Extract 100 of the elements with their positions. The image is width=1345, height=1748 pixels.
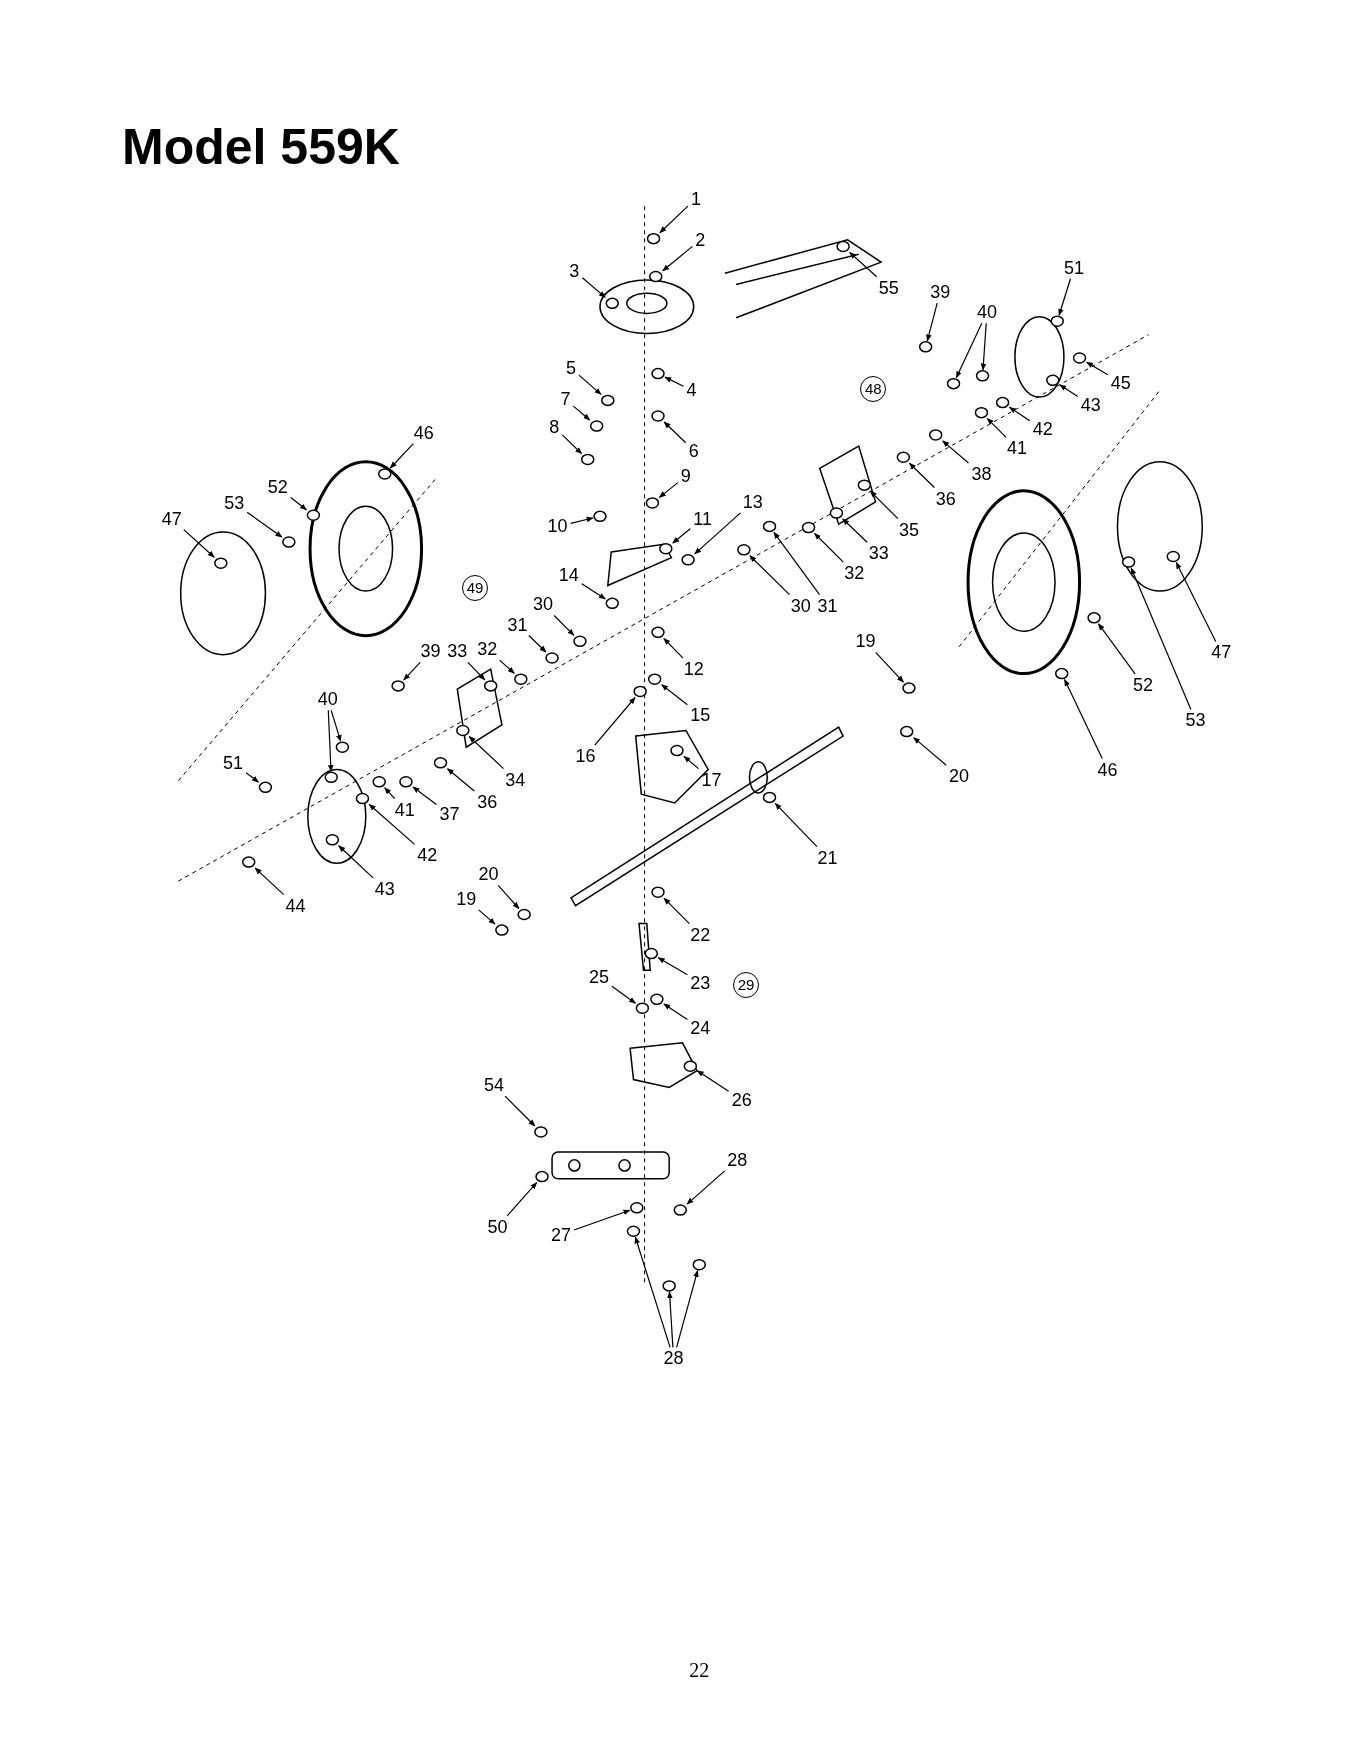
leader-line bbox=[384, 787, 396, 800]
callout-number: 45 bbox=[1108, 372, 1133, 393]
leader-line bbox=[478, 909, 496, 925]
part-drawing bbox=[651, 626, 665, 639]
callout-number: 4 bbox=[684, 380, 699, 401]
part-drawing bbox=[325, 834, 340, 846]
part-drawing bbox=[647, 673, 662, 685]
callout-number: 22 bbox=[688, 924, 713, 945]
part-drawing bbox=[456, 724, 470, 737]
callout-number: 7 bbox=[558, 389, 573, 410]
part-drawing bbox=[801, 521, 816, 534]
leader-line bbox=[1086, 361, 1109, 376]
part-drawing bbox=[975, 370, 990, 382]
leader-line bbox=[1130, 567, 1192, 711]
callout-number: 19 bbox=[454, 888, 479, 909]
callout-number: 11 bbox=[691, 508, 714, 529]
part-drawing bbox=[355, 792, 370, 805]
leader-line bbox=[667, 1291, 674, 1348]
callout-number: 39 bbox=[418, 641, 443, 662]
leader-line bbox=[245, 772, 259, 783]
leader-line bbox=[561, 434, 583, 455]
part-drawing bbox=[306, 509, 321, 521]
callout-number: 46 bbox=[1095, 759, 1120, 780]
callout-number: 8 bbox=[547, 417, 562, 438]
callout-number: 14 bbox=[556, 565, 581, 586]
callout-number: 31 bbox=[505, 614, 530, 635]
leader-line bbox=[663, 637, 684, 659]
part-drawing bbox=[857, 479, 872, 491]
part-drawing bbox=[659, 542, 673, 555]
leader-line bbox=[659, 205, 689, 234]
callout-number: 53 bbox=[222, 492, 247, 513]
leader-line bbox=[696, 1070, 730, 1092]
leader-line bbox=[913, 737, 947, 766]
leader-line bbox=[942, 440, 970, 464]
part-drawing bbox=[433, 757, 448, 769]
part-drawing bbox=[372, 776, 386, 788]
leader-line bbox=[672, 528, 691, 544]
callout-number: 12 bbox=[681, 659, 706, 680]
leader-line bbox=[497, 884, 520, 910]
callout-number: 31 bbox=[815, 595, 840, 616]
part-drawing bbox=[514, 673, 528, 685]
part-drawing bbox=[399, 776, 413, 788]
part-drawing bbox=[1054, 667, 1069, 680]
callout-number: 30 bbox=[788, 595, 813, 616]
callout-number: 16 bbox=[573, 746, 598, 767]
callout-number: 51 bbox=[221, 752, 246, 773]
callout-number: 23 bbox=[688, 972, 713, 993]
leader-line bbox=[749, 555, 791, 596]
callout-number: 17 bbox=[699, 769, 724, 790]
part-drawing bbox=[1087, 612, 1101, 624]
callout-number: 47 bbox=[1209, 642, 1234, 663]
leader-line bbox=[875, 651, 904, 683]
part-drawing bbox=[626, 1225, 641, 1237]
leader-line bbox=[573, 1209, 631, 1231]
part-drawing bbox=[649, 270, 663, 283]
callout-number: 15 bbox=[688, 704, 713, 725]
callout-number: 43 bbox=[372, 878, 397, 899]
part-drawing bbox=[974, 406, 989, 419]
part-drawing bbox=[335, 741, 350, 753]
leader-line bbox=[683, 755, 700, 770]
part-drawing bbox=[918, 341, 933, 353]
leader-line bbox=[368, 803, 416, 845]
leader-line bbox=[403, 661, 421, 681]
part-drawing bbox=[836, 240, 850, 253]
callout-number: 24 bbox=[688, 1018, 713, 1039]
callout-number: 47 bbox=[159, 508, 184, 529]
callout-number: 25 bbox=[586, 966, 611, 987]
leader-line bbox=[412, 786, 437, 805]
part-drawing bbox=[545, 652, 559, 664]
leader-line bbox=[611, 985, 636, 1004]
part-drawing bbox=[1121, 556, 1136, 568]
leader-line bbox=[467, 661, 486, 681]
part-drawing bbox=[589, 420, 604, 432]
leader-line bbox=[676, 1270, 699, 1348]
leader-line bbox=[578, 374, 602, 395]
callout-number: 6 bbox=[686, 440, 701, 461]
callout-number: 55 bbox=[876, 277, 901, 298]
leader-line bbox=[926, 302, 938, 342]
leader-line bbox=[506, 1182, 538, 1217]
part-drawing bbox=[692, 1258, 706, 1271]
callout-number: 20 bbox=[476, 864, 501, 885]
leader-line bbox=[338, 845, 374, 879]
leader-line bbox=[246, 511, 283, 538]
callout-number: 39 bbox=[928, 282, 953, 303]
leader-line bbox=[290, 496, 307, 511]
leader-line bbox=[254, 867, 285, 896]
callout-number: 42 bbox=[1030, 419, 1055, 440]
callout-number: 27 bbox=[548, 1224, 573, 1245]
part-drawing bbox=[644, 947, 659, 960]
part-drawing bbox=[651, 367, 665, 380]
part-drawing bbox=[646, 232, 661, 245]
leader-line bbox=[1059, 384, 1079, 397]
callout-number: 52 bbox=[1131, 674, 1156, 695]
callout-number: 43 bbox=[1078, 394, 1103, 415]
leader-line bbox=[1064, 678, 1103, 760]
callout-number: 37 bbox=[437, 804, 462, 825]
leader-line bbox=[570, 516, 594, 524]
part-drawing bbox=[645, 497, 660, 509]
leader-line bbox=[1058, 278, 1072, 316]
leader-line bbox=[657, 957, 688, 976]
